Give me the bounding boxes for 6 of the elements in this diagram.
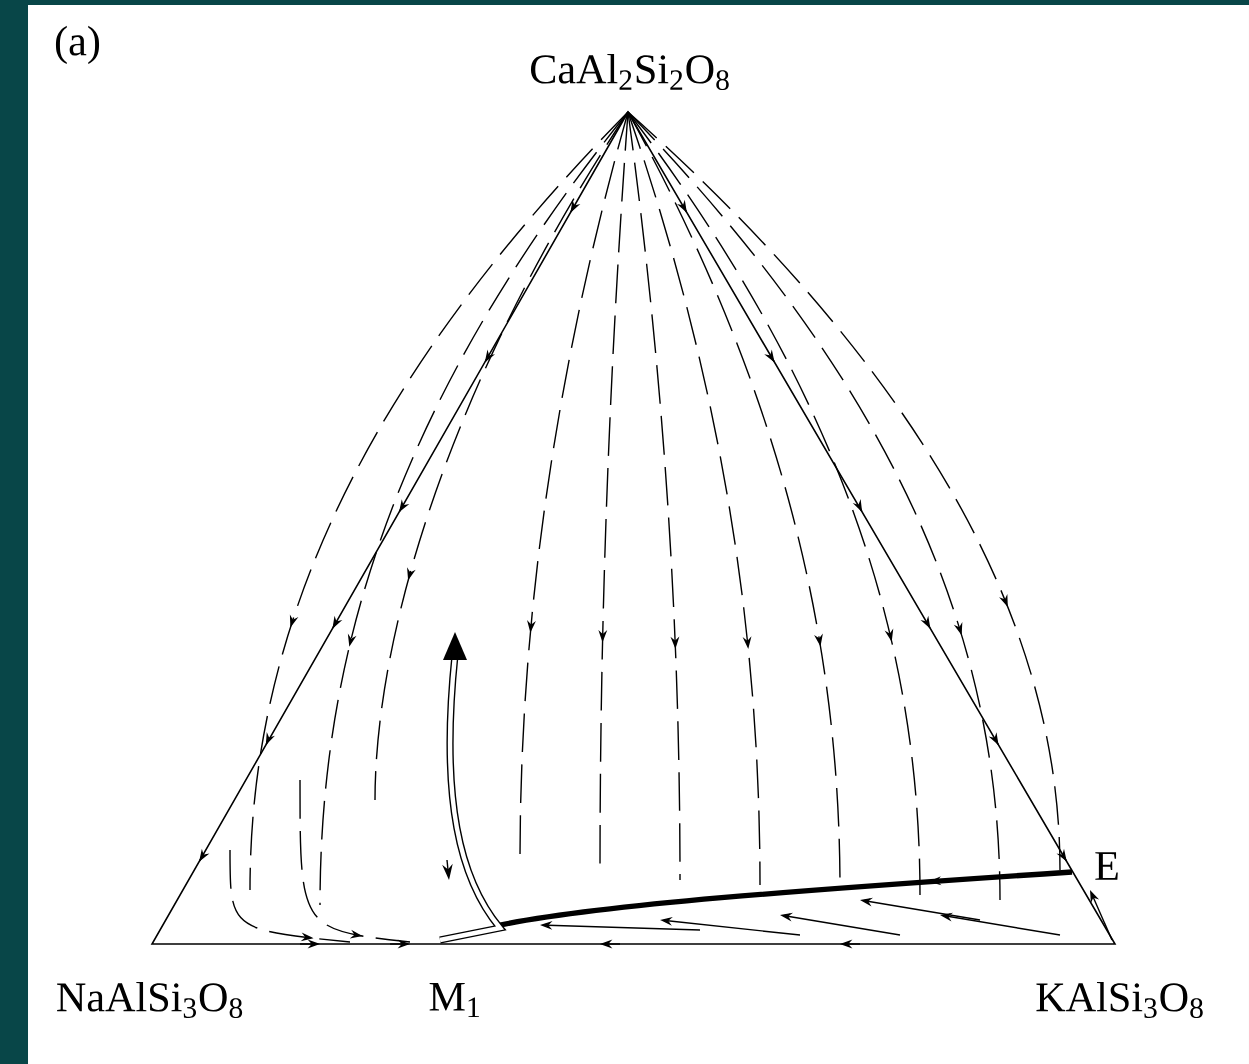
vertex-label: KAlSi$_{3}$O$_{8}$ [1036,981,1203,1019]
point-label: E [1095,852,1118,880]
point-label: M$_{1}$ [429,982,479,1018]
vertex-label: NaAlSi$_{3}$O$_{8}$ [57,981,243,1019]
vertex-label: CaAl$_{2}$Si$_{2}$O$_{8}$ [530,53,729,91]
panel-label: (a) [55,25,100,65]
